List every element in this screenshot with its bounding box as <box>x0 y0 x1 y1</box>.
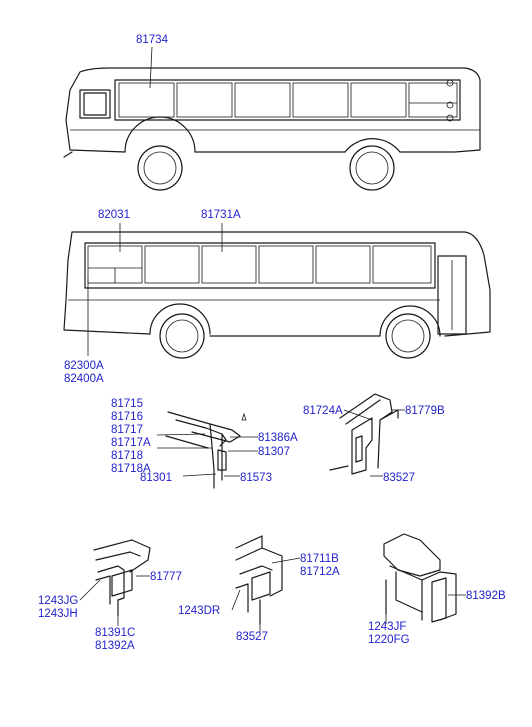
label-1220FG: 1220FG <box>368 634 410 646</box>
top-bus-drawing <box>63 46 481 191</box>
label-81718A: 81718A <box>111 463 151 475</box>
middle-bus-drawing <box>63 223 491 359</box>
label-81777: 81777 <box>150 571 182 583</box>
detail-4-drawing <box>231 535 301 632</box>
detail-5-drawing <box>383 533 466 624</box>
detail-2-drawing <box>329 393 405 477</box>
label-81717: 81717 <box>111 424 143 436</box>
label-83527-lower: 83527 <box>236 631 268 643</box>
label-82400A: 82400A <box>64 373 104 385</box>
label-81734: 81734 <box>136 34 169 46</box>
label-81712A: 81712A <box>300 566 340 578</box>
label-1243JG: 1243JG <box>38 595 78 607</box>
label-1243JH: 1243JH <box>38 608 78 620</box>
label-82031: 82031 <box>98 209 130 221</box>
label-81573: 81573 <box>240 472 272 484</box>
label-81718: 81718 <box>111 450 143 462</box>
label-81301: 81301 <box>140 472 172 484</box>
label-81731A: 81731A <box>201 209 241 221</box>
label-81716: 81716 <box>111 411 143 423</box>
label-81724A: 81724A <box>303 405 343 417</box>
label-81392B: 81392B <box>466 590 506 602</box>
label-81779B: 81779B <box>405 405 445 417</box>
label-1243DR: 1243DR <box>178 605 220 617</box>
label-81717A: 81717A <box>111 437 151 449</box>
label-83527-upper: 83527 <box>383 472 415 484</box>
label-81392A: 81392A <box>95 640 135 652</box>
detail-3-drawing <box>79 539 151 626</box>
label-1243JF: 1243JF <box>368 621 406 633</box>
label-81386A: 81386A <box>258 432 298 444</box>
detail-1-drawing <box>156 411 258 489</box>
label-81715: 81715 <box>111 398 143 410</box>
label-81391C: 81391C <box>95 627 135 639</box>
label-81307: 81307 <box>258 446 290 458</box>
label-81711B: 81711B <box>300 553 339 565</box>
label-82300A: 82300A <box>64 360 104 372</box>
